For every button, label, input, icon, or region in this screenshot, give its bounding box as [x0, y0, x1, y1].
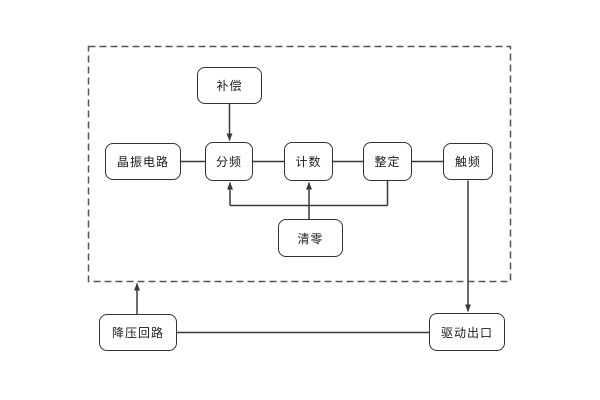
node-crystal-oscillator-circuit-label: 晶振电路 [116, 155, 169, 169]
node-setting: 整定 [363, 142, 412, 181]
node-counter-label: 计数 [295, 155, 322, 169]
node-compensation: 补偿 [197, 67, 262, 104]
node-frequency-divider-label: 分频 [215, 155, 242, 169]
node-trigger: 触频 [443, 143, 493, 180]
node-frequency-divider: 分频 [205, 142, 253, 181]
node-setting-label: 整定 [374, 155, 401, 169]
node-clear-zero-label: 清零 [297, 231, 324, 246]
node-drive-output: 驱动出口 [429, 313, 505, 351]
dashed-boundary [87, 45, 512, 283]
node-counter: 计数 [284, 142, 333, 181]
node-crystal-oscillator-circuit: 晶振电路 [105, 143, 181, 180]
node-clear-zero: 清零 [278, 219, 343, 257]
node-step-down-circuit: 降压回路 [99, 314, 177, 351]
node-compensation-label: 补偿 [216, 79, 243, 93]
node-step-down-circuit-label: 降压回路 [111, 326, 164, 340]
node-trigger-label: 触频 [454, 155, 481, 169]
node-drive-output-label: 驱动出口 [440, 325, 493, 340]
